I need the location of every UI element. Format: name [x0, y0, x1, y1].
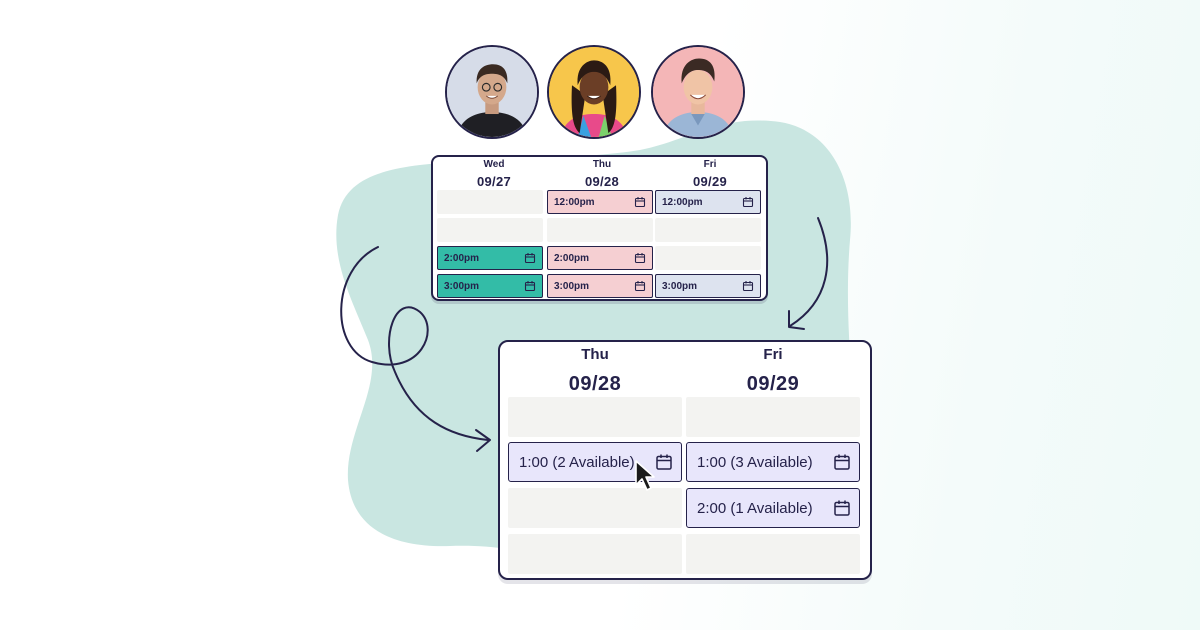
time-slot-label: 2:00 (1 Available) [697, 499, 813, 517]
time-slot-label: 12:00pm [554, 196, 595, 208]
time-slot-thu-1200[interactable]: 12:00pm [547, 190, 653, 214]
day-header-fri: Fri 09/29 [655, 159, 765, 189]
empty-slot [655, 218, 761, 242]
empty-slot [547, 218, 653, 242]
calendar-icon [742, 197, 754, 208]
day-date: 09/28 [584, 174, 620, 189]
calendar-icon [524, 281, 536, 292]
empty-slot [655, 246, 761, 270]
day-date: 09/27 [476, 174, 512, 189]
time-slot-label: 2:00pm [444, 252, 480, 264]
time-slot-label: 3:00pm [662, 280, 698, 292]
day-date: 09/29 [692, 174, 728, 189]
loop-arrow-path [340, 246, 489, 441]
empty-slot [686, 534, 860, 574]
empty-slot [508, 397, 682, 437]
calendar-icon [634, 253, 646, 264]
calendar-icon [634, 281, 646, 292]
avatar-person-3 [651, 45, 745, 139]
day-header-thu: Thu 09/28 [547, 159, 657, 189]
calendar-icon [742, 281, 754, 292]
time-slot-label: 1:00 (2 Available) [519, 453, 635, 471]
day-of-week: Fri [763, 346, 783, 363]
loop-arrow-head [475, 429, 491, 452]
person-1-portrait [447, 47, 537, 137]
curve-arrow-head [788, 310, 805, 330]
empty-slot [508, 488, 682, 528]
time-slot-label: 2:00pm [554, 252, 590, 264]
mouse-pointer-icon [635, 460, 655, 491]
day-of-week: Thu [581, 346, 609, 363]
day-header-wed: Wed 09/27 [439, 159, 549, 189]
person-2-portrait [549, 47, 639, 137]
empty-slot [686, 397, 860, 437]
time-slot-fri-1200[interactable]: 12:00pm [655, 190, 761, 214]
time-slot-fri-300[interactable]: 3:00pm [655, 274, 761, 298]
day-of-week: Thu [592, 159, 612, 170]
group-availability-calendar: Thu 09/28 Fri 09/29 1:00 (2 Available) 1… [498, 340, 872, 580]
day-of-week: Wed [483, 159, 505, 170]
time-slot-label: 12:00pm [662, 196, 703, 208]
day-of-week: Fri [703, 159, 717, 170]
time-slot-wed-200[interactable]: 2:00pm [437, 246, 543, 270]
time-slot-fri-100[interactable]: 1:00 (3 Available) [686, 442, 860, 482]
empty-slot [437, 190, 543, 214]
time-slot-fri-200[interactable]: 2:00 (1 Available) [686, 488, 860, 528]
time-slot-thu-300[interactable]: 3:00pm [547, 274, 653, 298]
time-slot-label: 3:00pm [554, 280, 590, 292]
calendar-icon [834, 454, 850, 470]
time-slot-wed-300[interactable]: 3:00pm [437, 274, 543, 298]
availability-calendar-week: Wed 09/27 Thu 09/28 Fri 09/29 12:00pm 12… [431, 155, 768, 301]
time-slot-label: 3:00pm [444, 280, 480, 292]
calendar-icon [834, 500, 850, 516]
empty-slot [437, 218, 543, 242]
calendar-icon [634, 197, 646, 208]
time-slot-label: 1:00 (3 Available) [697, 453, 813, 471]
avatar-person-1 [445, 45, 539, 139]
day-date: 09/29 [746, 373, 800, 395]
calendar-icon [524, 253, 536, 264]
curve-arrow-path [789, 217, 829, 327]
empty-slot [508, 534, 682, 574]
time-slot-thu-200[interactable]: 2:00pm [547, 246, 653, 270]
calendar-icon [656, 454, 672, 470]
day-header-fri: Fri 09/29 [686, 346, 860, 396]
avatar-person-2 [547, 45, 641, 139]
day-date: 09/28 [568, 373, 622, 395]
day-header-thu: Thu 09/28 [508, 346, 682, 396]
person-3-portrait [653, 47, 743, 137]
